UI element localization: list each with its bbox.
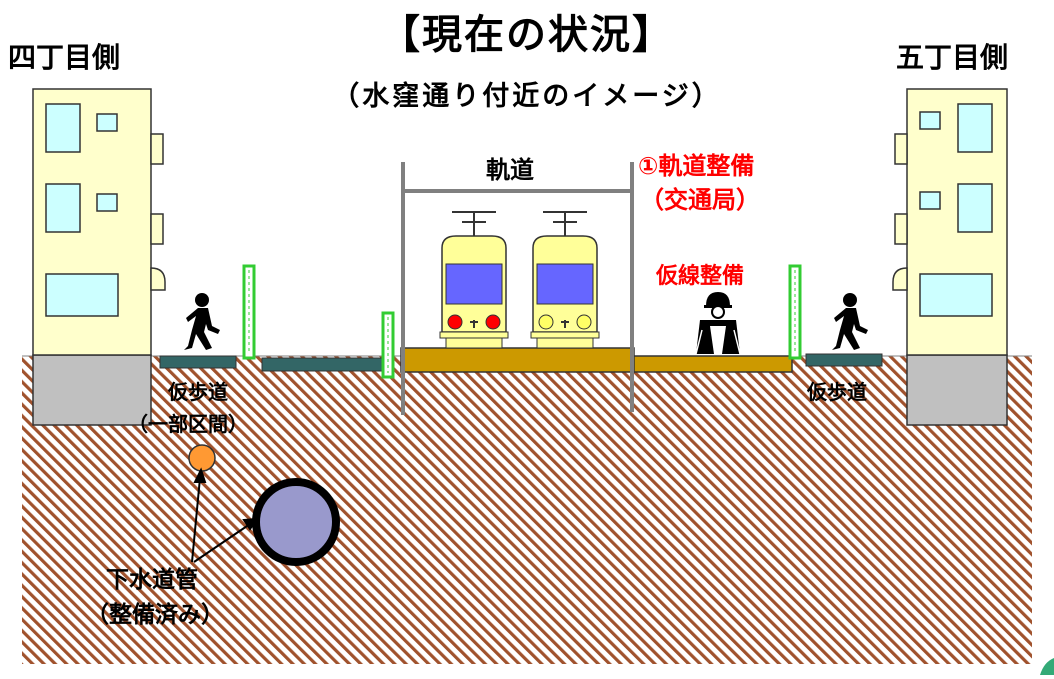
sewer-label: 下水道管 bbox=[106, 567, 198, 593]
page-title: 【現在の状況】 bbox=[380, 12, 674, 58]
pedestrian-icon bbox=[184, 293, 220, 350]
page-subtitle: （水窪通り付近のイメージ） bbox=[332, 81, 722, 112]
left-side-label: 四丁目側 bbox=[8, 41, 121, 74]
fence-icon bbox=[788, 264, 802, 360]
track-frame bbox=[401, 162, 634, 415]
right-building-icon bbox=[892, 88, 1008, 426]
sewer-pipe-small-icon bbox=[188, 444, 216, 472]
left-sidewalk-sublabel: （一部区間） bbox=[128, 412, 248, 436]
track-bed bbox=[400, 347, 635, 373]
left-road-surface bbox=[261, 357, 393, 372]
track-work-label: ①軌道整備 bbox=[638, 152, 755, 180]
fence-icon bbox=[381, 311, 395, 379]
left-temp-sidewalk bbox=[159, 355, 237, 369]
tram-icon bbox=[530, 211, 600, 349]
track-label: 軌道 bbox=[486, 156, 534, 184]
worker-icon bbox=[695, 292, 741, 355]
fence-icon bbox=[242, 264, 256, 360]
tram-icon bbox=[439, 211, 509, 349]
left-sidewalk-label: 仮歩道 bbox=[168, 380, 228, 404]
track-work-owner-label: （交通局） bbox=[640, 186, 760, 214]
pedestrian-icon bbox=[832, 293, 868, 350]
right-side-label: 五丁目側 bbox=[896, 41, 1009, 74]
temporary-line-bed bbox=[633, 355, 793, 373]
right-sidewalk-label: 仮歩道 bbox=[807, 380, 867, 404]
sewer-pipe-large-icon bbox=[252, 478, 340, 566]
left-building-icon bbox=[32, 88, 166, 426]
right-temp-sidewalk bbox=[805, 353, 883, 367]
ground-hatch bbox=[22, 356, 1032, 664]
temporary-line-label: 仮線整備 bbox=[656, 264, 745, 289]
corner-accent bbox=[1040, 658, 1054, 675]
sewer-sublabel: （整備済み） bbox=[86, 602, 224, 628]
sewer-arrows bbox=[191, 467, 260, 563]
